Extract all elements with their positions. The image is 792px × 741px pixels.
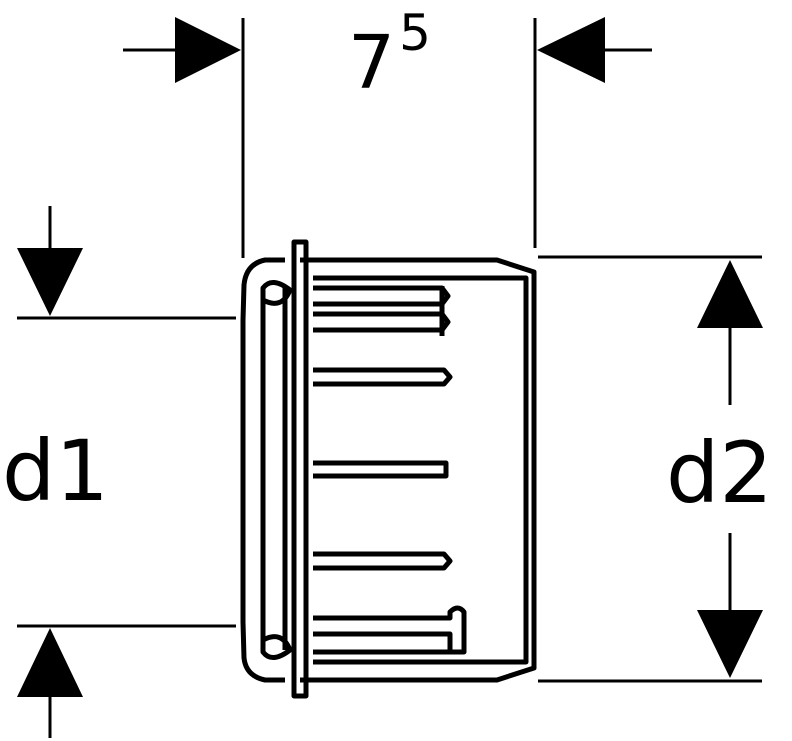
d1-label: d1 (2, 422, 109, 520)
fitting-body (240, 239, 537, 699)
body-inner-contour (313, 275, 529, 665)
seal-ring (260, 288, 288, 650)
grip-tooth-1 (313, 285, 451, 307)
grip-tooth-1b (313, 311, 451, 333)
d2-label: d2 (666, 424, 773, 522)
arrow-up-icon (17, 628, 83, 697)
length-base: 7 (348, 20, 395, 106)
arrow-down-icon (17, 248, 83, 316)
grip-tooth-5-inner (313, 631, 453, 652)
grip-tooth-2 (313, 367, 453, 387)
length-dimension: 75 (123, 4, 652, 258)
seal-top (260, 280, 293, 306)
inner-diameter-dimension: d1 (2, 206, 236, 738)
outer-diameter-dimension: d2 (538, 255, 773, 683)
body-outline (240, 257, 537, 683)
grip-tooth-3 (313, 460, 449, 479)
arrow-left-icon (537, 17, 605, 83)
length-value: 75 (348, 4, 431, 106)
arrow-right-icon (175, 17, 241, 83)
arrow-down-icon (697, 610, 763, 678)
retaining-ring (291, 239, 309, 699)
grip-tooth-5 (313, 605, 467, 655)
length-superscript: 5 (399, 4, 431, 62)
seal-bottom (260, 634, 293, 660)
grip-tooth-4 (313, 551, 453, 571)
arrow-up-icon (697, 260, 763, 328)
